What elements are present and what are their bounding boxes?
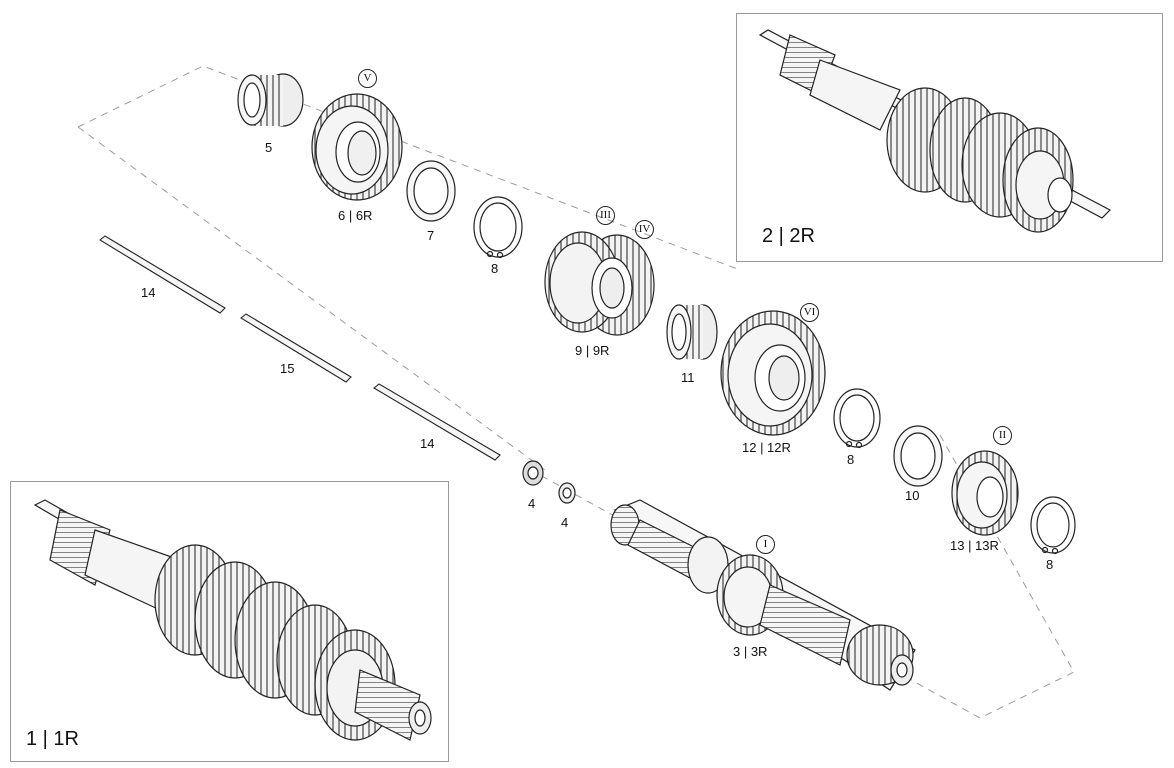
- callout-10: 10: [905, 488, 920, 503]
- gear-12: [720, 310, 826, 436]
- callout-5: 5: [265, 140, 273, 155]
- callout-14b: 14: [420, 436, 435, 451]
- shaft-3: [610, 499, 916, 691]
- inset-bottom-label: 1 | 1R: [26, 728, 79, 750]
- inset-top-artwork: [758, 29, 1112, 233]
- inset-top-label: 2 | 2R: [762, 225, 815, 247]
- needle-bearing-5: [237, 73, 304, 127]
- callout-8c: 8: [1046, 557, 1054, 572]
- circlip-8b: [833, 388, 881, 449]
- circlip-8c: [1030, 496, 1076, 555]
- gear-mark-3: III: [596, 206, 615, 225]
- small-bearings-4: [522, 460, 576, 504]
- inset-bottom-box: 1 | 1R: [10, 481, 449, 762]
- gear-6: [311, 93, 403, 201]
- gear-mark-4: IV: [635, 220, 654, 239]
- callout-8a: 8: [491, 261, 499, 276]
- callout-7: 7: [427, 228, 435, 243]
- gear-mark-5: V: [358, 69, 377, 88]
- inset-top-box: 2 | 2R: [736, 13, 1163, 262]
- gear-9: [544, 231, 655, 336]
- pins: [99, 235, 501, 461]
- callout-13: 13 | 13R: [950, 538, 999, 553]
- callout-8b: 8: [847, 452, 855, 467]
- gear-mark-1: I: [756, 535, 775, 554]
- gear-13: [951, 450, 1019, 536]
- callout-9: 9 | 9R: [575, 343, 610, 358]
- callout-15: 15: [280, 361, 295, 376]
- washer-10: [893, 425, 943, 487]
- callout-3: 3 | 3R: [733, 644, 768, 659]
- callout-4b: 4: [561, 515, 569, 530]
- gear-mark-2: II: [993, 426, 1012, 445]
- callout-12: 12 | 12R: [742, 440, 791, 455]
- needle-bearing-11: [666, 304, 718, 360]
- inset-bottom-artwork: [33, 499, 432, 741]
- washer-7: [406, 160, 456, 222]
- callout-11: 11: [681, 370, 695, 385]
- callout-14a: 14: [141, 285, 156, 300]
- callout-4a: 4: [528, 496, 536, 511]
- gear-mark-6: VI: [800, 303, 819, 322]
- callout-6: 6 | 6R: [338, 208, 373, 223]
- circlip-8a: [473, 196, 523, 259]
